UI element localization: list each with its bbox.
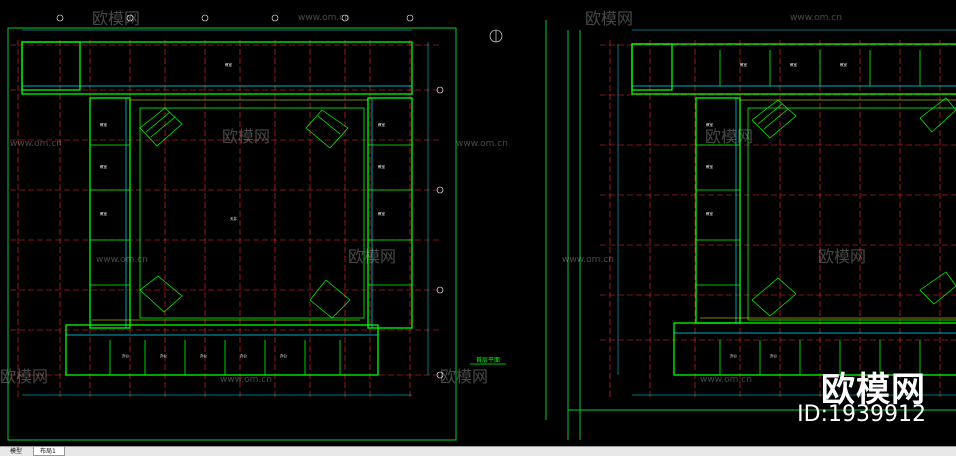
corner-brand-logo: 欧模网	[821, 370, 926, 410]
layout-tab-bar: 模型 布局1	[0, 446, 956, 456]
svg-text:办公: 办公	[280, 353, 288, 358]
svg-text:教室: 教室	[100, 211, 107, 216]
svg-text:教室: 教室	[740, 62, 748, 67]
watermark-6: www.om.cn 欧模网	[562, 247, 866, 266]
floor-plan-left: 教室 天井 教室 教室 教室 教室 教室 教室 办公 办公 办公 办公 办公	[10, 14, 506, 400]
svg-text:欧模网: 欧模网	[818, 247, 866, 266]
floor-plan-right: 教室 教室 教室 教室 教室 教室 办公 办公	[600, 29, 956, 400]
svg-text:教室: 教室	[706, 164, 714, 169]
svg-text:www.om.cn: www.om.cn	[298, 13, 350, 23]
svg-text:www.om.cn: www.om.cn	[790, 13, 842, 23]
svg-text:欧模网: 欧模网	[585, 9, 633, 28]
watermark-layer: 欧模网 www.om.cn 欧模网 www.om.cn 欧模网 www.om.c…	[0, 9, 866, 386]
svg-text:办公: 办公	[160, 353, 167, 358]
svg-text:欧模网: 欧模网	[348, 247, 396, 266]
svg-text:办公: 办公	[200, 353, 207, 358]
svg-text:欧模网: 欧模网	[440, 367, 488, 386]
sheet-frame-right	[567, 30, 956, 440]
svg-text:教室: 教室	[706, 122, 714, 127]
corner-brand-id: ID:1939912	[797, 402, 926, 427]
svg-text:www.om.cn: www.om.cn	[456, 139, 508, 149]
svg-text:www.om.cn: www.om.cn	[700, 375, 752, 385]
svg-text:教室: 教室	[378, 211, 386, 216]
svg-text:教室: 教室	[790, 62, 798, 67]
svg-text:教室: 教室	[225, 62, 232, 67]
svg-text:www.om.cn: www.om.cn	[10, 139, 62, 149]
watermark-5: 欧模网 www.om.cn	[96, 247, 396, 266]
svg-text:www.om.cn: www.om.cn	[96, 255, 148, 265]
watermark-2: 欧模网 www.om.cn	[585, 9, 842, 28]
tab-model[interactable]: 模型	[10, 448, 23, 455]
north-arrow-icon	[489, 29, 503, 43]
svg-text:欧模网: 欧模网	[0, 367, 48, 386]
watermark-4: www.om.cn 欧模网	[456, 127, 753, 149]
svg-text:www.om.cn: www.om.cn	[562, 255, 614, 265]
svg-text:教室: 教室	[706, 211, 714, 216]
watermark-7: 欧模网 www.om.cn 欧模网 www.om.cn	[0, 367, 752, 386]
svg-text:欧模网: 欧模网	[222, 127, 270, 146]
svg-text:天井: 天井	[230, 216, 237, 221]
svg-text:欧模网: 欧模网	[705, 127, 753, 146]
svg-text:教室: 教室	[378, 164, 386, 169]
svg-text:办公: 办公	[240, 353, 247, 358]
svg-text:办公: 办公	[122, 353, 129, 358]
sheet-frame-left	[7, 20, 547, 441]
drawing-title: 首层平面	[476, 356, 500, 364]
svg-text:教室: 教室	[840, 62, 848, 67]
svg-text:教室: 教室	[100, 122, 107, 127]
svg-text:欧模网: 欧模网	[92, 9, 140, 28]
svg-text:教室: 教室	[378, 122, 386, 127]
svg-text:教室: 教室	[100, 164, 107, 169]
cad-model-viewport[interactable]: 教室 天井 教室 教室 教室 教室 教室 教室 办公 办公 办公 办公 办公	[0, 0, 956, 446]
svg-text:www.om.cn: www.om.cn	[220, 375, 272, 385]
svg-text:办公: 办公	[730, 353, 738, 358]
watermark-1: 欧模网 www.om.cn	[92, 9, 350, 28]
watermark-3: 欧模网 www.om.cn	[10, 127, 270, 149]
svg-text:办公: 办公	[770, 353, 778, 358]
tab-layout-1[interactable]: 布局1	[33, 447, 65, 456]
